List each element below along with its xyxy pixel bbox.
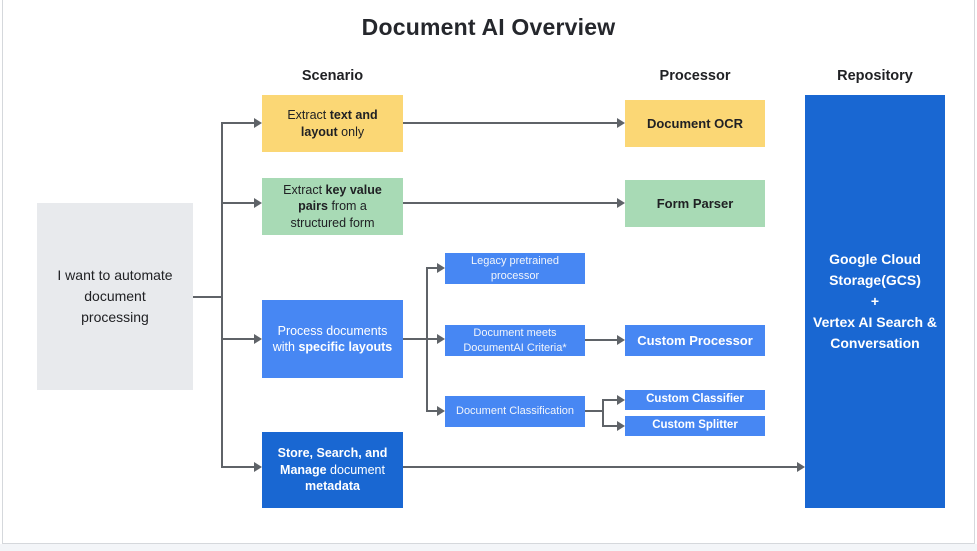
column-header-processor: Processor [659, 68, 731, 84]
connector-meets-to-custom-processor [585, 339, 617, 341]
arrowhead-to-legacy [437, 263, 445, 273]
connector-to-extract-text [221, 122, 254, 124]
connector-layouts-stem [403, 338, 428, 340]
connector-to-extract-key-value [221, 202, 254, 204]
arrowhead-to-custom-splitter [617, 421, 625, 431]
arrowhead-to-extract-text [254, 118, 262, 128]
node-document-classification: Document Classification [445, 396, 585, 427]
node-processor-form-parser: Form Parser [625, 180, 765, 227]
node-processor-custom-processor: Custom Processor [625, 325, 765, 356]
connector-to-custom-classifier [602, 399, 617, 401]
node-processor-custom-splitter: Custom Splitter [625, 416, 765, 436]
arrowhead-meets-to-custom-processor [617, 335, 625, 345]
connector-to-store-search [221, 466, 254, 468]
connector-root-out [193, 296, 223, 298]
diagram-title: Document AI Overview [361, 14, 616, 40]
arrowhead-to-extract-key-value [254, 198, 262, 208]
arrowhead-to-classification [437, 406, 445, 416]
arrowhead-keyvalue-to-formparser [617, 198, 625, 208]
connector-classification-stem [585, 410, 603, 412]
slide-bottom-edge [0, 544, 977, 551]
arrowhead-to-custom-classifier [617, 395, 625, 405]
connector-store-to-repository [403, 466, 797, 468]
connector-classification-trunk [602, 399, 604, 427]
connector-to-specific-layouts [221, 338, 254, 340]
connector-to-meets-criteria [426, 338, 437, 340]
connector-root-trunk [221, 122, 223, 468]
arrowhead-to-specific-layouts [254, 334, 262, 344]
connector-text-to-ocr [403, 122, 617, 124]
node-processor-document-ocr: Document OCR [625, 100, 765, 147]
connector-to-custom-splitter [602, 425, 617, 427]
arrowhead-to-store-search [254, 462, 262, 472]
arrowhead-to-meets-criteria [437, 334, 445, 344]
connector-to-legacy [426, 267, 437, 269]
column-header-scenario: Scenario [301, 68, 364, 84]
arrowhead-store-to-repository [797, 462, 805, 472]
connector-keyvalue-to-formparser [403, 202, 617, 204]
connector-to-classification [426, 410, 437, 412]
arrowhead-text-to-ocr [617, 118, 625, 128]
column-header-repository: Repository [837, 68, 913, 84]
node-processor-custom-classifier: Custom Classifier [625, 390, 765, 410]
